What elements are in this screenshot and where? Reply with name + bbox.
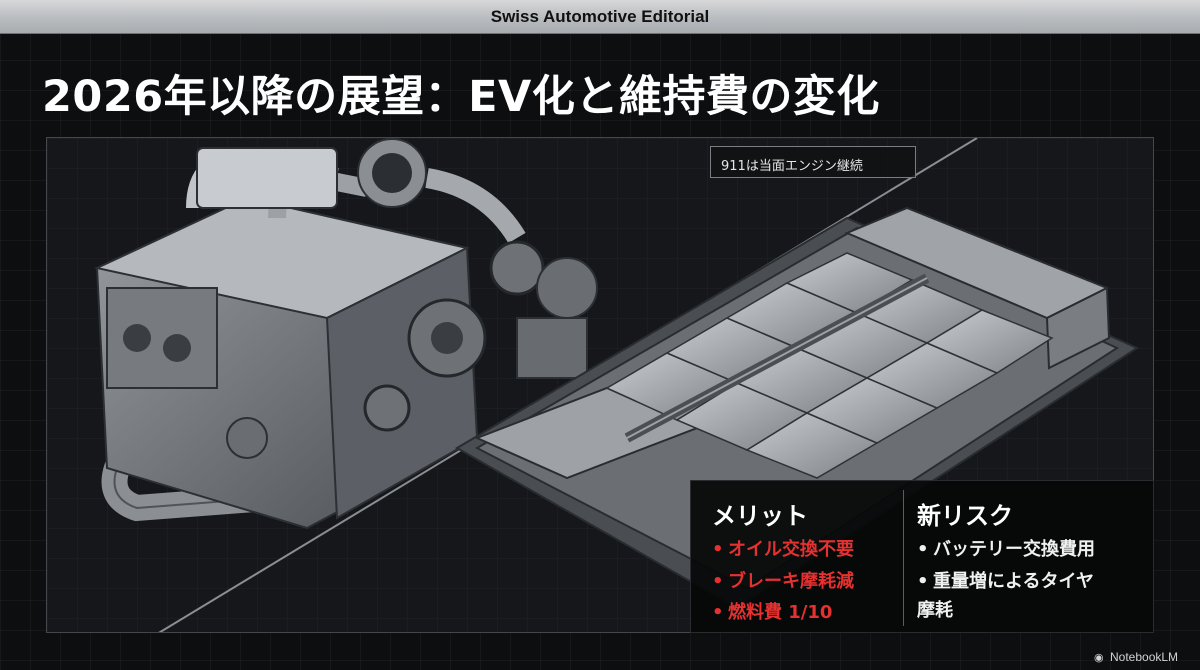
- merit-item: •ブレーキ摩耗減: [712, 571, 854, 592]
- header-band: Swiss Automotive Editorial: [0, 0, 1200, 34]
- notebooklm-icon: ◉: [1094, 652, 1104, 664]
- header-title: Swiss Automotive Editorial: [490, 7, 710, 26]
- bullet-icon: •: [712, 571, 724, 592]
- risk-item-continuation: 摩耗: [917, 600, 953, 621]
- battery-pack-icon: [455, 206, 1140, 610]
- engine-continuation-note: 911は当面エンジン継続: [710, 146, 916, 178]
- bullet-icon: •: [917, 539, 929, 560]
- bullet-icon: •: [712, 539, 724, 560]
- brand-watermark: ◉ NotebookLM: [1094, 650, 1178, 664]
- risk-item: •バッテリー交換費用: [917, 539, 1095, 560]
- bullet-icon: •: [712, 602, 724, 623]
- merit-item: •オイル交換不要: [712, 539, 854, 560]
- page-title: 2026年以降の展望：EV化と維持費の変化: [42, 72, 880, 122]
- risks-heading: 新リスク: [917, 502, 1013, 530]
- risk-item: •重量増によるタイヤ: [917, 571, 1094, 592]
- bullet-icon: •: [917, 571, 929, 592]
- info-divider: [903, 490, 904, 626]
- merit-item: •燃料費 1/10: [712, 602, 833, 623]
- engine-icon: [93, 138, 598, 530]
- brand-label: NotebookLM: [1110, 650, 1179, 664]
- merits-heading: メリット: [712, 502, 808, 530]
- info-box: [690, 480, 1154, 633]
